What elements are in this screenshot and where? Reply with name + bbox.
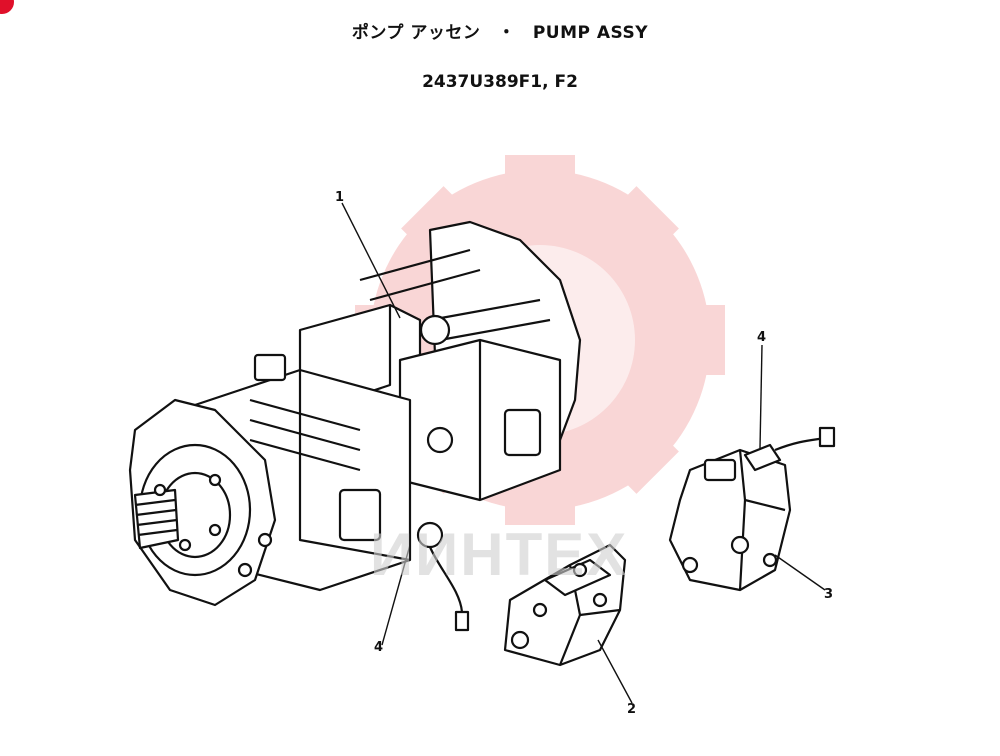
watermark-text: ИИНТЕХ — [370, 521, 629, 588]
callout-3: 3 — [824, 587, 834, 602]
page-title: ポンプ アッセン ・ PUMP ASSY — [351, 23, 649, 43]
callout-4-lower: 4 — [374, 640, 384, 655]
main-pump — [128, 220, 582, 632]
callout-4-upper: 4 — [757, 330, 767, 345]
leader-lines — [341, 202, 826, 704]
callout-2: 2 — [627, 702, 637, 717]
regulator-part-3 — [668, 426, 836, 592]
callout-1: 1 — [335, 190, 345, 205]
regulator-part-2 — [503, 543, 627, 667]
part-number: 2437U389F1, F2 — [422, 72, 578, 92]
